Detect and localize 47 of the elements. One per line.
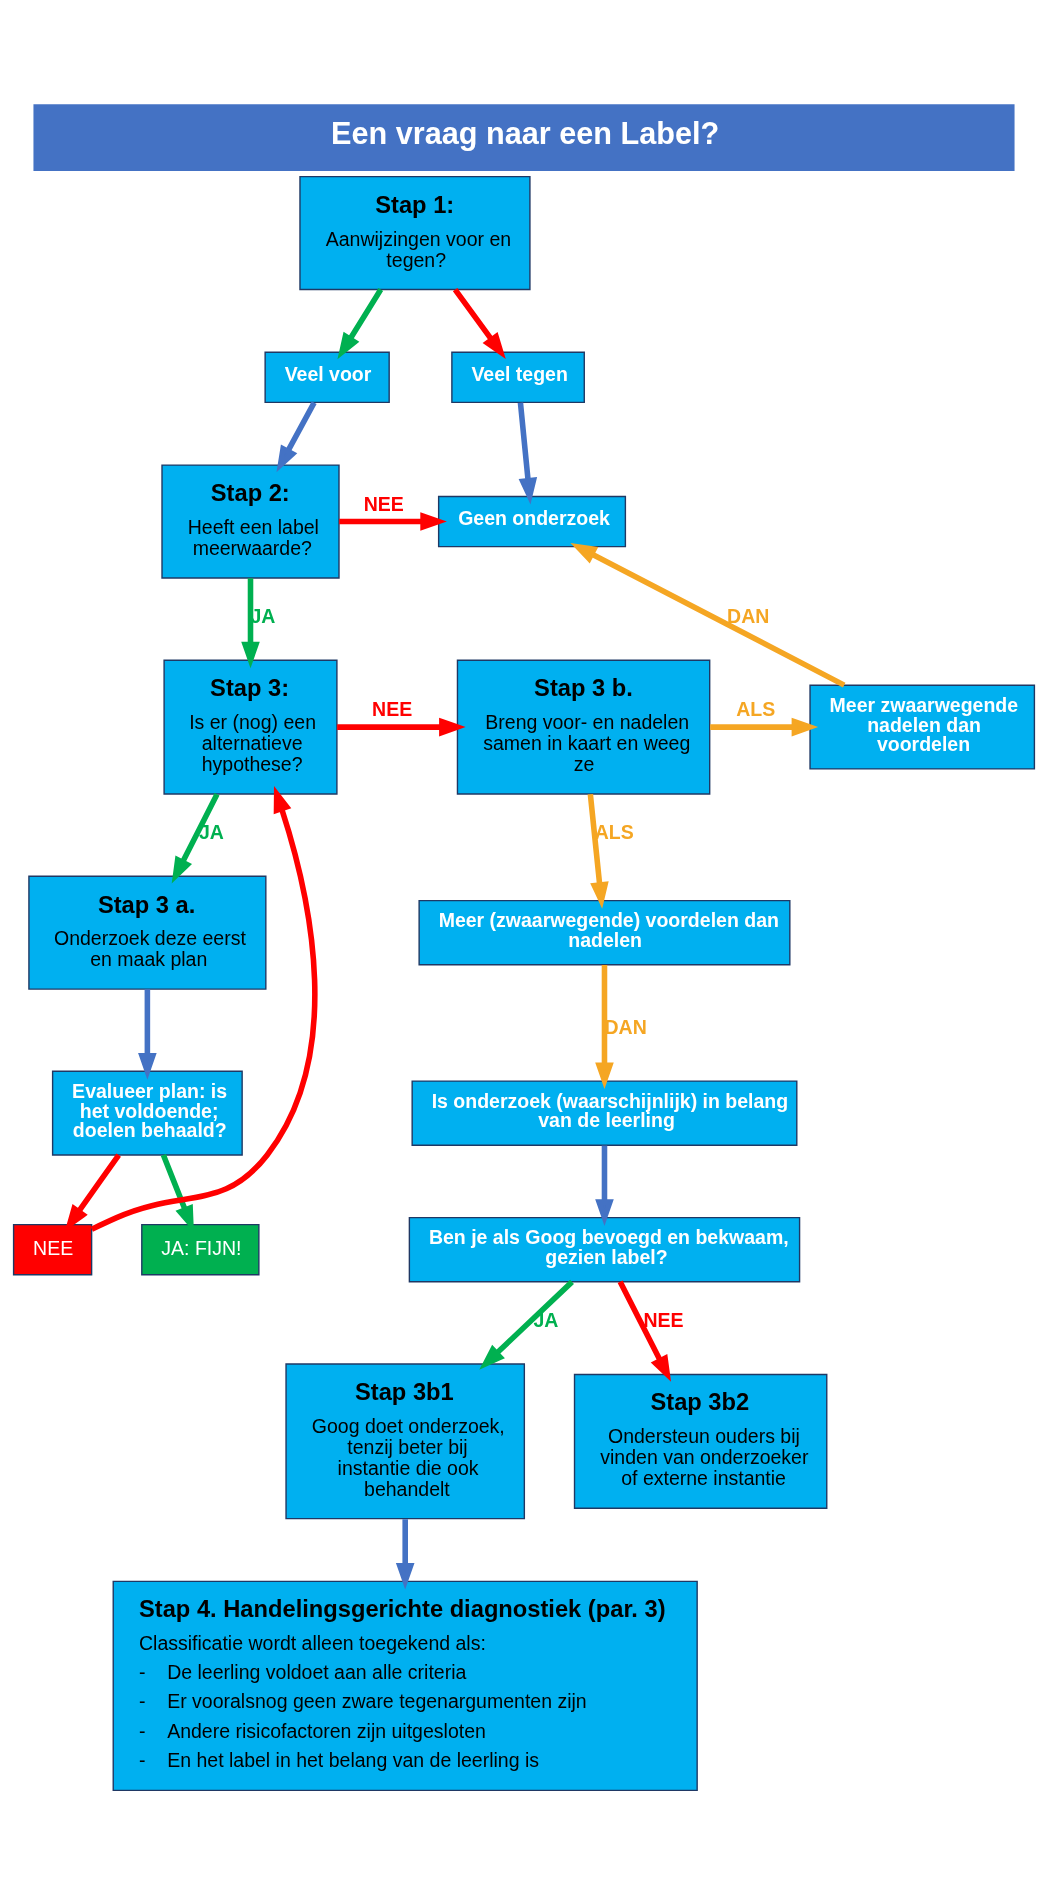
edge-label: JA [250,604,276,627]
node-box: Stap 3: Is er (nog) een alternatieve hypothese? [163,659,338,795]
arrow [617,1280,672,1382]
node-box: Is onderzoek (waarschijnlijk) in belang van de leerling [411,1079,798,1146]
arrow [595,964,614,1089]
node-box: Meer (zwaarwegende) voordelen dan nadelen [418,899,791,965]
arrow [587,793,609,909]
edge-label: ALS [736,697,776,720]
edge-label: DAN [727,604,770,627]
arrow [337,717,466,736]
arrow [710,717,819,736]
node-box: Geen onderzoek [437,495,627,547]
arrow [138,988,157,1080]
edge-label: NEE [372,697,413,720]
node-box: Stap 1: Aanwijzingen voor en tegen? [299,175,531,290]
edge-label: NEE [643,1308,684,1331]
node-box: Veel tegen [451,351,585,403]
node-box: Stap 4. Handelingsgerichte diagnostiek (par. 3) Classificatie wordt alleen toegekend als: - De leerling voldoet aan alle criteria - Er vooralsnog geen zware tegenargumenten zijn - Andere risicofactoren zijn uitgesloten - En het label in het belang van de leerling is [112,1580,698,1791]
node-box: Stap 2: Heeft een label meerwaarde? [161,463,340,579]
node-box: Evalueer plan: is het voldoende; doelen behaald? [51,1070,243,1156]
arrow [337,287,384,359]
arrow [90,785,318,1232]
arrow [241,577,260,668]
node-box: Meer zwaarwegende nadelen dan voordelen [809,684,1036,770]
node-box: Stap 3b1 Goog doet onderzoek, tenzij beter bij instantie die ook behandelt [285,1362,526,1519]
node-box: Stap 3 b. Breng voor- en nadelen samen in kaart en weeg ze [456,659,711,795]
arrow [595,1145,614,1226]
node-box: Stap 3b2 Ondersteun ouders bij vinden van onderzoeker of externe instantie [573,1373,828,1509]
node-box: Stap 3 a. Onderzoek deze eerst en maak plan [28,875,267,990]
arrow [171,792,220,883]
arrow [479,1279,574,1370]
node-box: Veel voor [264,351,390,403]
edge-label: JA [533,1308,559,1331]
arrow [276,400,317,472]
edge-label: DAN [604,1015,647,1038]
edge-label: ALS [594,820,634,843]
arrow [452,287,506,359]
node-box: NEE [12,1223,93,1275]
node-box: Ben je als Goog bevoegd en bekwaam, gezien label? [408,1216,801,1282]
arrow [395,1518,415,1590]
edge-label: NEE [363,492,404,515]
node-box: JA: FIJN! [141,1223,260,1275]
arrow [339,511,447,531]
arrow [570,542,846,688]
diagram-title: Een vraag naar een Label? [330,115,720,150]
arrow [517,401,538,504]
edge-label: JA [198,820,224,843]
